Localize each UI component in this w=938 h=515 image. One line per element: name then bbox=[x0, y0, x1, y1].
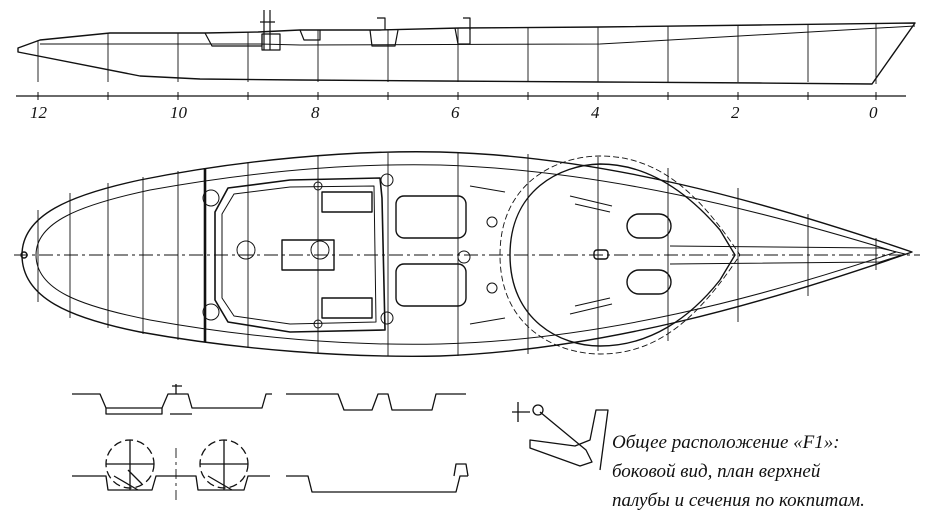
side-view: 12 10 8 6 4 2 0 bbox=[16, 10, 916, 122]
deck-plan bbox=[14, 151, 920, 357]
caption-line-1: Общее расположение «F1»: bbox=[612, 432, 840, 453]
station-label-4: 4 bbox=[591, 103, 600, 122]
station-label-12: 12 bbox=[30, 103, 48, 122]
mast-step bbox=[593, 249, 609, 260]
station-label-0: 0 bbox=[869, 103, 878, 122]
side-stations bbox=[37, 23, 877, 84]
section-2 bbox=[286, 393, 466, 411]
hatch-small-2 bbox=[321, 297, 373, 319]
seat-starboard bbox=[395, 263, 467, 307]
caption-line-2: боковой вид, план верхней bbox=[612, 461, 821, 482]
scale-ticks bbox=[37, 92, 877, 100]
winches bbox=[202, 173, 498, 329]
cockpit-sections bbox=[72, 384, 609, 500]
cockpit-profile bbox=[204, 27, 471, 47]
portlight-port bbox=[626, 213, 672, 239]
portlight-starboard bbox=[626, 269, 672, 295]
foredeck-cabin bbox=[509, 163, 736, 347]
plan-stations bbox=[37, 152, 877, 356]
cockpit-outline bbox=[214, 177, 386, 333]
station-label-2: 2 bbox=[731, 103, 740, 122]
station-label-10: 10 bbox=[170, 103, 188, 122]
figure-caption: Общее расположение «F1»: боковой вид, пл… bbox=[612, 428, 934, 515]
deck-outline bbox=[21, 151, 913, 357]
tiller-detail bbox=[512, 402, 609, 471]
section-4 bbox=[286, 475, 468, 493]
foredeck-cabin-dash bbox=[499, 155, 741, 355]
station-label-6: 6 bbox=[451, 103, 460, 122]
hull-profile bbox=[17, 22, 916, 85]
deck-inner-edge bbox=[35, 164, 897, 345]
stern-fitting bbox=[20, 251, 28, 259]
station-label-8: 8 bbox=[311, 103, 320, 122]
cockpit-inner bbox=[221, 185, 377, 325]
section-1 bbox=[72, 393, 272, 409]
seat-port bbox=[395, 195, 467, 239]
section-3 bbox=[72, 475, 270, 491]
station-labels: 12 10 8 6 4 2 0 bbox=[30, 103, 878, 122]
bow-fairing bbox=[669, 245, 906, 265]
sheer-line bbox=[40, 25, 916, 46]
cockpit-box bbox=[281, 239, 335, 271]
caption-line-3: палубы и сечения по кокпитам. bbox=[612, 490, 865, 511]
deck-fitting bbox=[260, 10, 471, 51]
hatch-small bbox=[321, 191, 373, 213]
deck-hatching bbox=[469, 185, 613, 325]
